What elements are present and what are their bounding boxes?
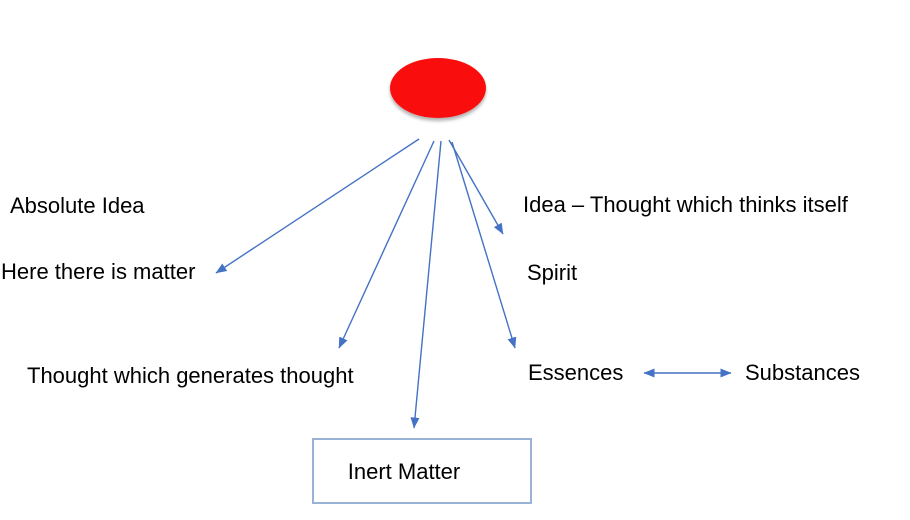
label-thought-which-generates-thought: Thought which generates thought [27,363,354,388]
label-here-there-is-matter: Here there is matter [1,259,196,284]
label-idea-thought-which-thinks-itself: Idea – Thought which thinks itself [523,192,848,217]
arrow-hub-to-here-matter [215,138,420,274]
arrow-hub-to-essences [451,141,517,349]
label-substances: Substances [745,360,860,385]
label-absolute-idea: Absolute Idea [10,193,145,218]
arrow-hub-to-thought-generates [338,140,435,349]
arrow-hub-to-spirit [448,139,504,235]
label-spirit: Spirit [527,260,578,285]
label-essences: Essences [528,360,624,385]
hub-red-ellipse [390,58,486,118]
inert-matter-box: Inert Matter [312,438,532,504]
label-inert-matter: Inert Matter [347,458,461,484]
arrow-hub-to-inert-matter [410,140,442,429]
